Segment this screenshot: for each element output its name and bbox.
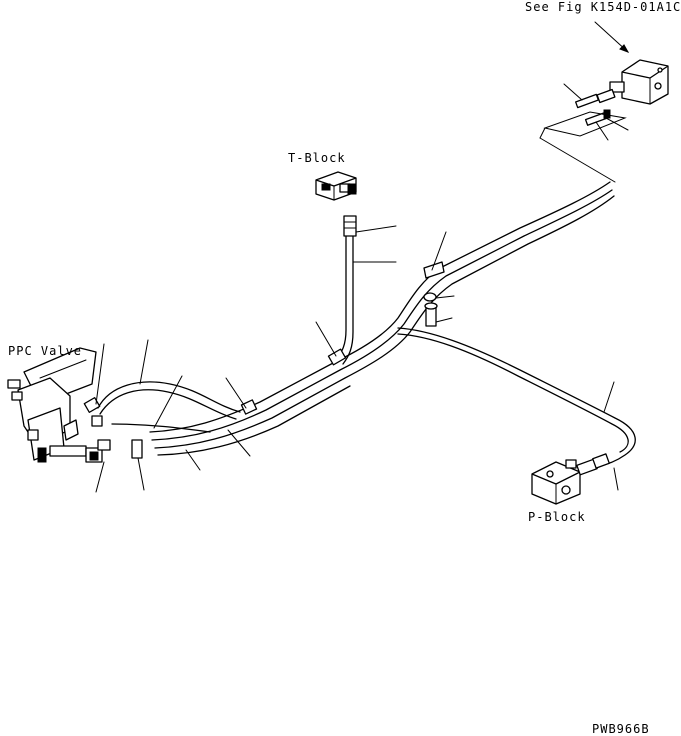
p-block-hose — [397, 327, 636, 467]
see-fig-arrowhead — [619, 44, 630, 53]
p-block — [531, 453, 610, 505]
ppc-valve-label: PPC Valve — [8, 344, 83, 358]
t-block — [315, 171, 357, 201]
leader-lines — [95, 83, 629, 493]
t-block-label: T-Block — [288, 151, 346, 165]
p-block-label: P-Block — [528, 510, 586, 524]
drawing-number: PWB966B — [592, 722, 650, 736]
valve-block-upper-right — [539, 59, 669, 183]
clamps — [131, 261, 445, 459]
t-block-hose — [335, 215, 357, 365]
hose-bundle — [149, 181, 615, 456]
ppc-loop-hose — [97, 381, 241, 433]
see-fig-label: See Fig K154D-01A1C — [525, 0, 681, 14]
ppc-valve — [7, 347, 111, 463]
